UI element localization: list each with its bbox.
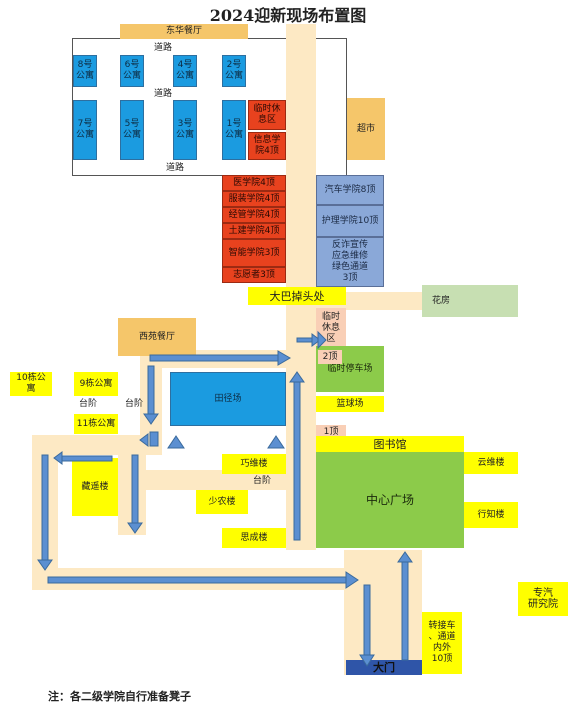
tents-2-label: 2顶 [318, 350, 342, 364]
booth-services: 反诈宣传 应急维修 绿色通道 3顶 [316, 237, 384, 287]
library: 图书馆 [316, 436, 464, 452]
tents-1: 1顶 [316, 425, 346, 439]
central-plaza: 中心广场 [316, 452, 464, 548]
dorm-1: 1号 公寓 [222, 100, 246, 160]
booth-economics: 经管学院4顶 [222, 207, 286, 223]
shaonong-building: 少农楼 [196, 490, 248, 514]
steps-2: 台阶 [124, 398, 143, 409]
dongHua-restaurant: 东华餐厅 [120, 24, 248, 39]
booth-smart: 智能学院3顶 [222, 239, 286, 267]
road-label-top: 道路 [153, 42, 172, 53]
basketball-court: 篮球场 [316, 396, 384, 412]
dorm-11: 11栋公寓 [74, 414, 118, 434]
steps-3: 台阶 [252, 475, 271, 486]
booth-volunteers: 志愿者3顶 [222, 267, 286, 283]
sicheng-building: 思成楼 [222, 528, 286, 548]
main-road-north [286, 24, 316, 292]
booth-medical: 医学院4顶 [222, 175, 286, 191]
dorm-2: 2号 公寓 [222, 55, 246, 87]
road-label-bottom: 道路 [165, 162, 184, 173]
dorm-9: 9栋公寓 [74, 372, 118, 396]
temporary-rest-area: 临时休 息区 [248, 100, 286, 130]
dorm-6: 6号 公寓 [120, 55, 144, 87]
dorm-5: 5号 公寓 [120, 100, 144, 160]
shuttle-tents: 转接车 、通道 内外 10顶 [422, 612, 462, 674]
yunwei-building: 云维楼 [464, 452, 518, 474]
flower-house: 花房 [422, 285, 518, 317]
info-college-booth: 信息学 院4顶 [248, 132, 286, 160]
xingzhi-building: 行知楼 [464, 502, 518, 528]
qiaowei-building: 巧维楼 [222, 454, 286, 474]
booth-automotive: 汽车学院8顶 [316, 175, 384, 205]
hengyao-building: 藏遥楼 [72, 458, 118, 516]
west-restaurant: 西苑餐厅 [118, 318, 196, 356]
bus-turnaround: 大巴掉头处 [248, 287, 346, 305]
road-label-mid: 道路 [153, 88, 172, 99]
main-road-middle [286, 292, 316, 550]
dorm-3: 3号 公寓 [173, 100, 197, 160]
booth-fashion: 服装学院4顶 [222, 191, 286, 207]
map-title: 2024迎新现场布置图 [209, 6, 367, 25]
booth-civil: 土建学院4顶 [222, 223, 286, 239]
auto-institute: 专汽 研究院 [518, 582, 568, 616]
footnote: 注：各二级学院自行准备凳子 [48, 690, 191, 703]
dorm-7: 7号 公寓 [73, 100, 97, 160]
supermarket: 超市 [347, 98, 385, 160]
booth-nursing: 护理学院10顶 [316, 205, 384, 237]
steps-1: 台阶 [78, 398, 97, 409]
middle-road [146, 470, 286, 490]
dorm-10: 10栋公 寓 [10, 372, 52, 396]
dorm-4: 4号 公寓 [173, 55, 197, 87]
dorm-8: 8号 公寓 [73, 55, 97, 87]
track-field: 田径场 [170, 372, 286, 426]
